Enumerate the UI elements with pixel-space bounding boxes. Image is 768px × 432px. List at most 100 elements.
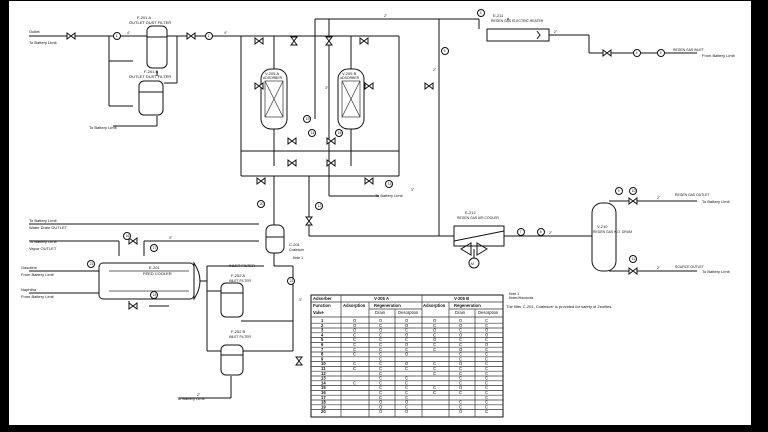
table-cell: C bbox=[379, 361, 382, 366]
h-v205a: V-205 A bbox=[374, 296, 389, 301]
instrument-bubble: 7 bbox=[517, 228, 525, 236]
table-cell: C bbox=[459, 376, 462, 381]
v205a-name: ADSORBER bbox=[263, 76, 283, 80]
vapor-label: Vapor OUTLET bbox=[29, 246, 57, 251]
instrument-bubble: 20 bbox=[257, 200, 265, 208]
filter-f202b: F-202 B INLET FILTER bbox=[220, 329, 251, 376]
valve bbox=[254, 37, 264, 45]
valve bbox=[424, 82, 434, 90]
instruments: 1 2 3 4 5 6 7 8 9 10 11 12 13 14 15 16 1… bbox=[87, 9, 665, 299]
e212-tag: E-212 bbox=[465, 210, 476, 215]
diagram-label: 2" bbox=[384, 14, 388, 18]
table-cell: C bbox=[485, 390, 488, 395]
h-regeneration-a: Regeneration bbox=[374, 303, 401, 308]
table-row-label: 18 bbox=[321, 400, 326, 405]
e201-tag: E-201 bbox=[149, 265, 160, 270]
table-cell: C bbox=[379, 390, 382, 395]
table-cell: C bbox=[485, 361, 488, 366]
valve bbox=[128, 302, 138, 310]
note-title: Notes/Handouts bbox=[509, 296, 534, 300]
v205b-name: ADSORBER bbox=[340, 76, 360, 80]
table-cell: O bbox=[405, 352, 409, 357]
f202b-name: INLET FILTER bbox=[229, 335, 251, 339]
table-cell: C bbox=[485, 385, 488, 390]
diagram-label: 2" bbox=[549, 231, 553, 235]
instrument-bubble: 8 bbox=[537, 228, 545, 236]
table-row-label: 11 bbox=[321, 366, 326, 371]
valve-table: Adsorber V-205 A V-205 B Function Valve … bbox=[310, 294, 504, 418]
table-cell: C bbox=[459, 342, 462, 347]
instrument-bubble: 14 bbox=[308, 129, 316, 137]
valve bbox=[287, 137, 297, 145]
valve bbox=[359, 37, 369, 45]
diagram-label: 21 bbox=[90, 262, 94, 266]
table-cell: C bbox=[405, 337, 408, 342]
table-row-label: 16 bbox=[321, 390, 326, 395]
diagram-label: 20 bbox=[260, 202, 264, 206]
table-cell: C bbox=[379, 332, 382, 337]
table-cell: C bbox=[433, 347, 436, 352]
cooler-e212: M E-212 REGEN GAS AIR COOLER bbox=[453, 210, 505, 269]
table-cell: C bbox=[459, 328, 462, 333]
table-cell: O bbox=[459, 323, 463, 328]
adsorber-v205b: V-205 B ADSORBER bbox=[337, 68, 365, 130]
table-cell: C bbox=[485, 347, 488, 352]
table-cell: C bbox=[353, 361, 356, 366]
table-row-label: 2 bbox=[321, 323, 324, 328]
table-cell: C bbox=[379, 371, 382, 376]
instrument-bubble: 10 bbox=[629, 187, 637, 195]
table-cell: O bbox=[405, 342, 409, 347]
diagram-label: 14 bbox=[311, 131, 315, 135]
gasoline-label: Gasoline bbox=[21, 265, 38, 270]
table-cell: O bbox=[485, 328, 489, 333]
h-function: Function bbox=[313, 303, 331, 308]
table-cell: O bbox=[405, 409, 409, 414]
h-drain-a: Drain bbox=[375, 310, 386, 315]
v205b-tag: V-205 B bbox=[342, 71, 357, 76]
diagram-label: 6 bbox=[444, 49, 446, 53]
f201b-tag: F-201 B bbox=[144, 69, 159, 74]
table-cell: C bbox=[459, 337, 462, 342]
table-row-label: 9 bbox=[321, 356, 324, 361]
h-valve: Valve bbox=[313, 310, 324, 315]
h-adsorber: Adsorber bbox=[313, 296, 332, 301]
valve bbox=[628, 197, 638, 205]
e212-name: REGEN GAS AIR COOLER bbox=[457, 216, 499, 220]
table-cell: C bbox=[405, 404, 408, 409]
diagram-label: 15 bbox=[338, 131, 342, 135]
valve bbox=[628, 267, 638, 275]
table-row-label: 5 bbox=[321, 337, 324, 342]
filter-f201a: F-201 A OUTLET DUST FILTER bbox=[129, 15, 171, 69]
table-cell: C bbox=[433, 390, 436, 395]
instrument-bubble: 1 bbox=[113, 32, 121, 40]
diagram-label: 3" bbox=[299, 298, 303, 302]
instrument-bubble: 4 bbox=[633, 49, 641, 57]
valve bbox=[305, 216, 313, 226]
diagram-label: 8 bbox=[540, 230, 542, 234]
instrument-bubble: 13 bbox=[385, 180, 393, 188]
diagram-label: 3" bbox=[169, 236, 173, 240]
instrument-bubble: 5 bbox=[657, 49, 665, 57]
valve bbox=[66, 32, 76, 40]
table-cell: C bbox=[405, 380, 408, 385]
table-cell: O bbox=[433, 337, 437, 342]
table-cell: O bbox=[459, 347, 463, 352]
line-sizes: 4" 4" 2" 2" 2" 3" 2" 3" 3" 3" 2" 2" 2" bbox=[127, 14, 661, 397]
valve bbox=[602, 49, 612, 57]
table-cell: C bbox=[485, 400, 488, 405]
table-cell: C bbox=[485, 323, 488, 328]
table-cell: O bbox=[379, 404, 383, 409]
gasoline-src: From Battery Limit bbox=[21, 272, 55, 277]
table-cell: O bbox=[459, 385, 463, 390]
table-cell: C bbox=[485, 380, 488, 385]
diagram-label: 7 bbox=[520, 230, 522, 234]
table-row-label: 6 bbox=[321, 342, 324, 347]
diagram-label: 4" bbox=[224, 31, 228, 35]
table-row-label: 7 bbox=[321, 347, 324, 352]
table-row-label: 19 bbox=[321, 404, 326, 409]
f201b-name: OUTLET DUST FILTER bbox=[129, 74, 171, 79]
table-cell: O bbox=[353, 323, 357, 328]
v205a-tag: V-205 A bbox=[265, 71, 279, 76]
table-cell: C bbox=[433, 323, 436, 328]
